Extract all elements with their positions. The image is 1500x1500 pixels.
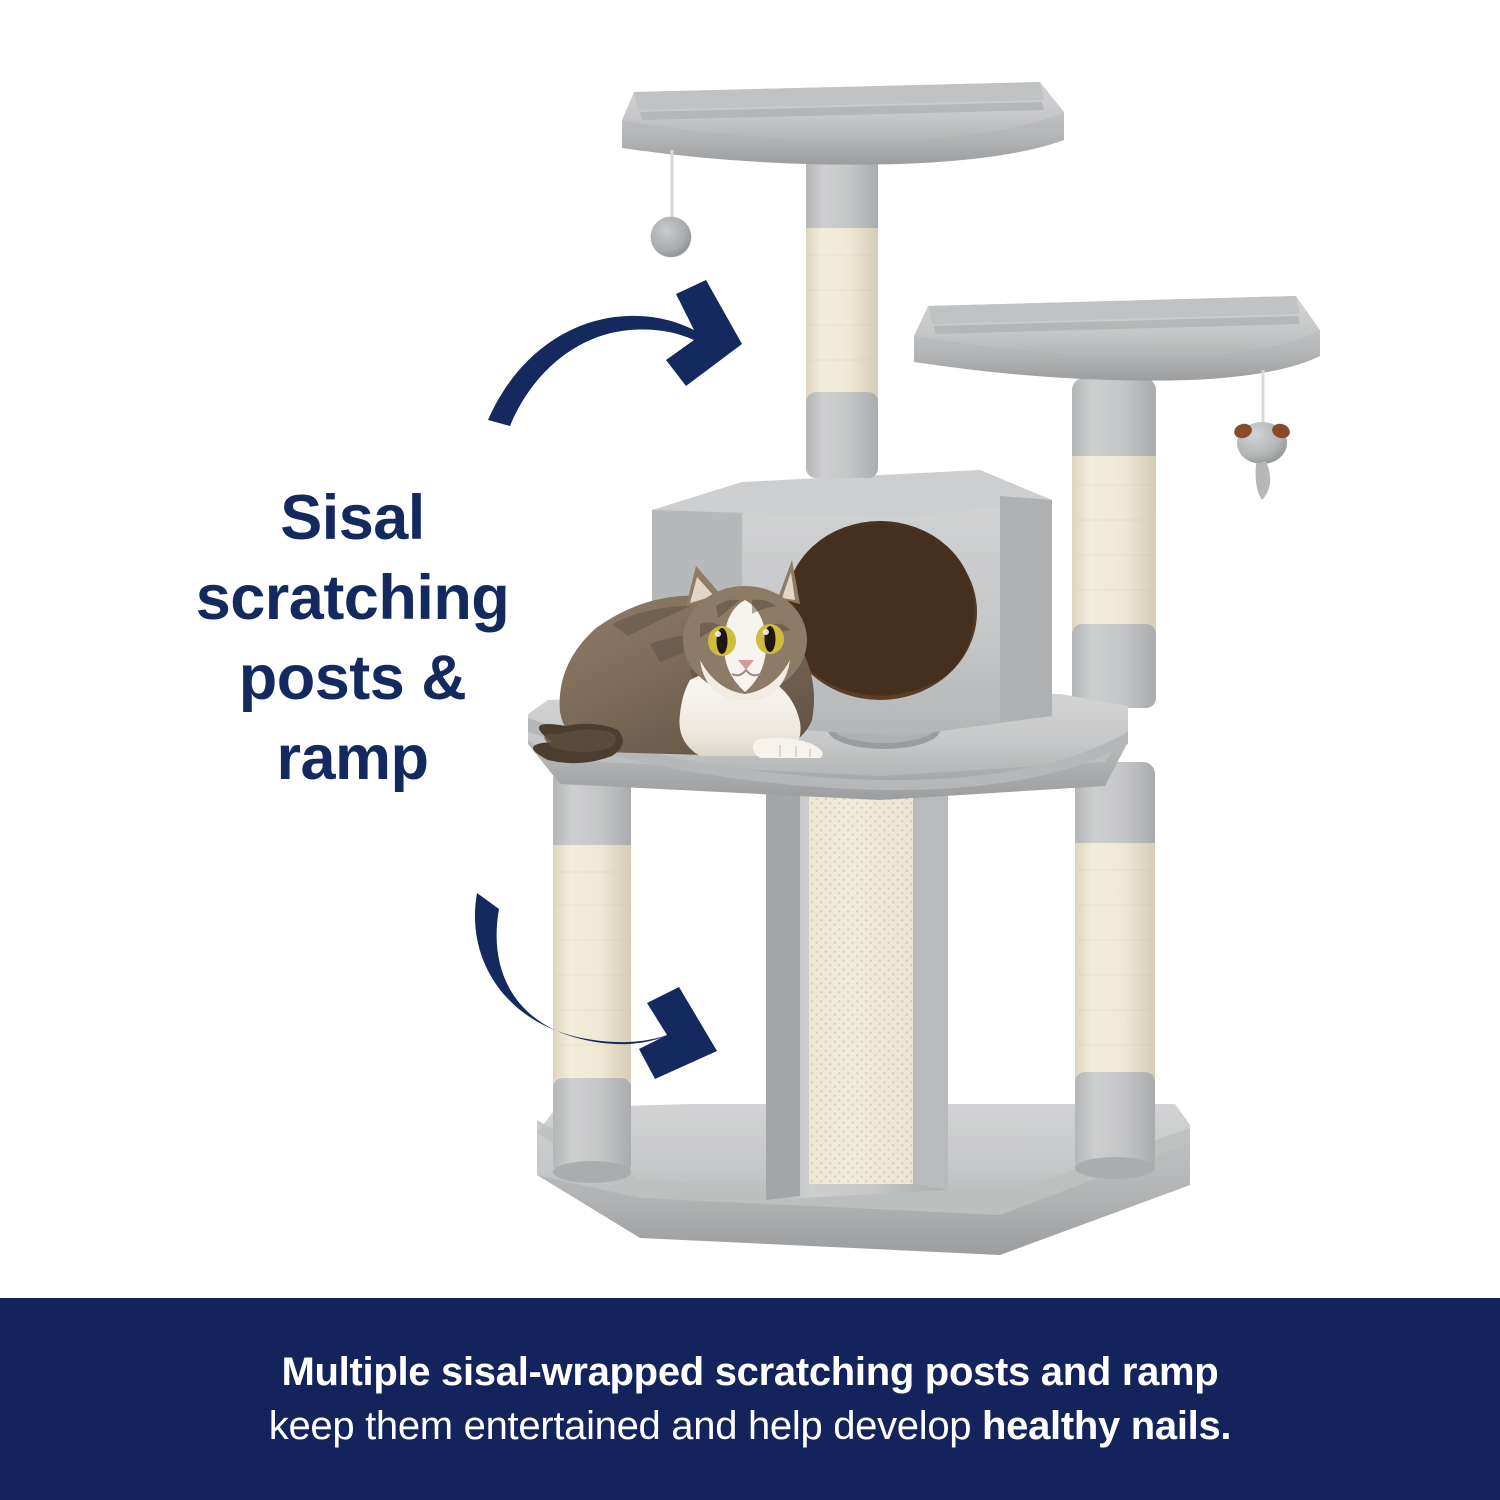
- sisal-ramp: [766, 782, 948, 1200]
- headline-line-1: Sisal: [280, 483, 425, 553]
- tabby-cat: [532, 560, 823, 764]
- banner-line-2: keep them entertained and help develop h…: [269, 1399, 1232, 1453]
- banner-line-1: Multiple sisal-wrapped scratching posts …: [281, 1350, 1219, 1394]
- right-sisal-post: [1075, 762, 1155, 1179]
- arrow-to-upper-post-icon: [488, 280, 742, 426]
- headline-line-4: ramp: [276, 723, 429, 793]
- arrow-to-ramp-icon: [474, 893, 717, 1079]
- top-sisal-post: [806, 152, 878, 478]
- headline-line-2: scratching: [195, 563, 510, 633]
- pom-pom-toy: [650, 150, 692, 258]
- banner-line-2-emphasis: healthy nails.: [982, 1404, 1232, 1448]
- headline-line-3: posts &: [238, 643, 467, 713]
- banner-line-2-prefix: keep them entertained and help develop: [268, 1404, 983, 1448]
- callout-headline: Sisal scratching posts & ramp: [150, 478, 555, 798]
- side-perch: [914, 296, 1320, 381]
- mouse-toy: [1234, 370, 1290, 500]
- side-sisal-post: [1072, 378, 1156, 708]
- bottom-caption-banner: Multiple sisal-wrapped scratching posts …: [0, 1298, 1500, 1500]
- left-sisal-post: [553, 768, 631, 1183]
- top-perch: [622, 82, 1064, 165]
- product-image-cat-tree: [528, 82, 1320, 1255]
